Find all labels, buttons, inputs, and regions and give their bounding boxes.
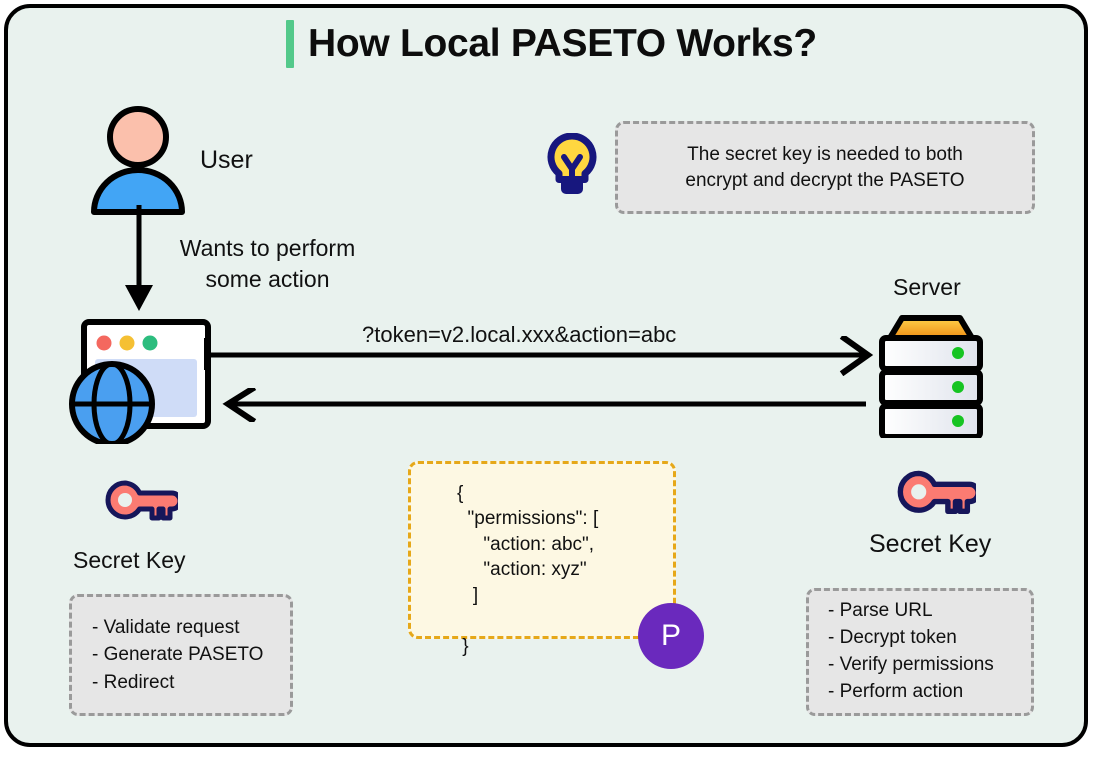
secret-key-right-label: Secret Key [869, 530, 992, 558]
request-arrow [204, 336, 874, 376]
server-steps-note: - Parse URL - Decrypt token - Verify per… [806, 588, 1034, 716]
lightbulb-icon [547, 133, 597, 194]
tip-note-text: The secret key is needed to both encrypt… [685, 144, 965, 191]
payload-box: { "permissions": [ "action: abc", "actio… [408, 461, 676, 657]
tip-note: The secret key is needed to both encrypt… [615, 121, 1035, 214]
page-title-text: How Local PASETO Works? [308, 22, 817, 65]
client-step-1: - Generate PASETO [92, 644, 264, 666]
page-title: How Local PASETO Works? [286, 20, 817, 68]
server-label: Server [893, 274, 961, 300]
browser-globe-icon [69, 319, 211, 444]
title-accent-bar [286, 20, 294, 68]
user-icon [91, 106, 185, 215]
client-step-0: - Validate request [92, 616, 240, 638]
client-steps-note: - Validate request - Generate PASETO - R… [69, 594, 293, 716]
secret-key-right-icon [897, 470, 976, 514]
request-query-label: ?token=v2.local.xxx&action=abc [362, 322, 677, 347]
payload-json-text: { "permissions": [ "action: abc", "actio… [457, 483, 599, 657]
server-step-1: - Decrypt token [828, 627, 957, 649]
response-arrow [222, 388, 866, 422]
client-step-2: - Redirect [92, 671, 175, 693]
secret-key-left-icon [105, 480, 178, 521]
secret-key-left-label: Secret Key [73, 547, 186, 573]
user-label: User [200, 146, 253, 174]
user-action-label: Wants to perform some action [179, 235, 356, 292]
server-icon [879, 315, 983, 438]
paseto-badge: P [638, 603, 704, 669]
user-to-browser-arrow [125, 205, 153, 311]
server-step-0: - Parse URL [828, 600, 933, 622]
server-step-3: - Perform action [828, 680, 964, 702]
server-step-2: - Verify permissions [828, 654, 994, 675]
